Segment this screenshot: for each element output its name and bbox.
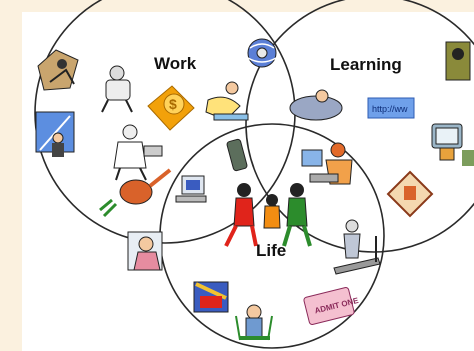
svg-text:$: $ xyxy=(169,96,177,112)
treadmill-icon xyxy=(333,219,381,275)
headset-icon xyxy=(289,89,343,121)
learning-circle xyxy=(245,0,474,253)
poster-icon xyxy=(386,170,434,218)
computer-user-icon xyxy=(301,142,353,185)
cellphone-icon xyxy=(226,138,248,172)
work-label: Work xyxy=(154,54,197,73)
worker-icon xyxy=(101,65,133,113)
computer-icon xyxy=(175,175,207,203)
web-sign-text: http://ww xyxy=(372,104,408,114)
ticket-icon: ADMIT ONE xyxy=(303,286,360,326)
globe-icon xyxy=(247,38,277,68)
life-label: Life xyxy=(256,241,287,260)
desk-worker-icon xyxy=(205,81,249,121)
grandparent-icon xyxy=(127,231,163,271)
family-icon xyxy=(224,183,312,247)
diagram-panel xyxy=(22,12,474,351)
clapperboard-icon xyxy=(193,281,229,313)
scientist-icon xyxy=(113,124,163,181)
student-icon xyxy=(445,41,471,81)
businessman-icon xyxy=(37,49,79,91)
window-person-icon xyxy=(35,111,75,157)
learning-label: Learning xyxy=(330,55,402,74)
watering-can-icon xyxy=(99,168,172,218)
money-icon: $ xyxy=(147,85,195,131)
tv-icon xyxy=(431,123,474,166)
gardener-icon xyxy=(235,304,273,341)
web-sign-icon: http://ww xyxy=(367,97,415,119)
